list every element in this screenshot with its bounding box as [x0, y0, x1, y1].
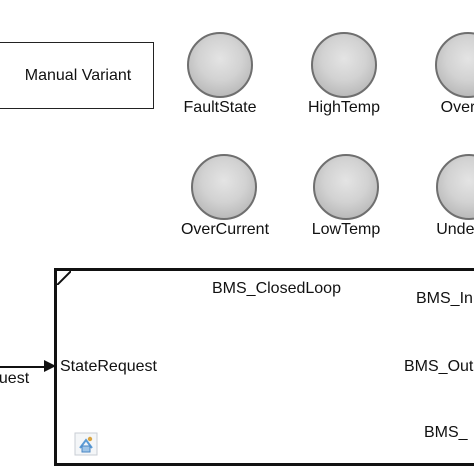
hightemp-lamp-icon[interactable] — [311, 32, 377, 98]
overcurrent-lamp-icon[interactable] — [191, 154, 257, 220]
bms-closedloop-subsystem[interactable] — [54, 268, 474, 466]
under-label: Under — [436, 221, 474, 238]
subsystem-corner-icon — [57, 271, 71, 285]
lowtemp-lamp-icon[interactable] — [313, 154, 379, 220]
over-label: Over — [440, 99, 474, 116]
output-port-label-1: BMS_In — [416, 290, 473, 307]
input-signal-label: quest — [0, 370, 30, 387]
over-lamp-icon[interactable] — [435, 32, 474, 98]
manual-variant-block[interactable]: Manual Variant — [0, 42, 154, 109]
under-lamp-icon[interactable] — [436, 154, 474, 220]
output-port-label-2: BMS_Out — [404, 358, 474, 375]
variant-mask-icon[interactable] — [74, 432, 98, 456]
overcurrent-label: OverCurrent — [180, 221, 270, 238]
hightemp-label: HighTemp — [307, 99, 381, 116]
manual-variant-label: Manual Variant — [24, 66, 132, 84]
faultstate-label: FaultState — [183, 99, 257, 116]
input-port-label: StateRequest — [60, 358, 157, 375]
subsystem-title: BMS_ClosedLoop — [212, 280, 341, 297]
lowtemp-label: LowTemp — [311, 221, 381, 238]
input-signal-line[interactable] — [0, 366, 46, 368]
output-port-label-3: BMS_ — [424, 424, 468, 441]
faultstate-lamp-icon[interactable] — [187, 32, 253, 98]
input-arrow-icon — [44, 360, 56, 372]
